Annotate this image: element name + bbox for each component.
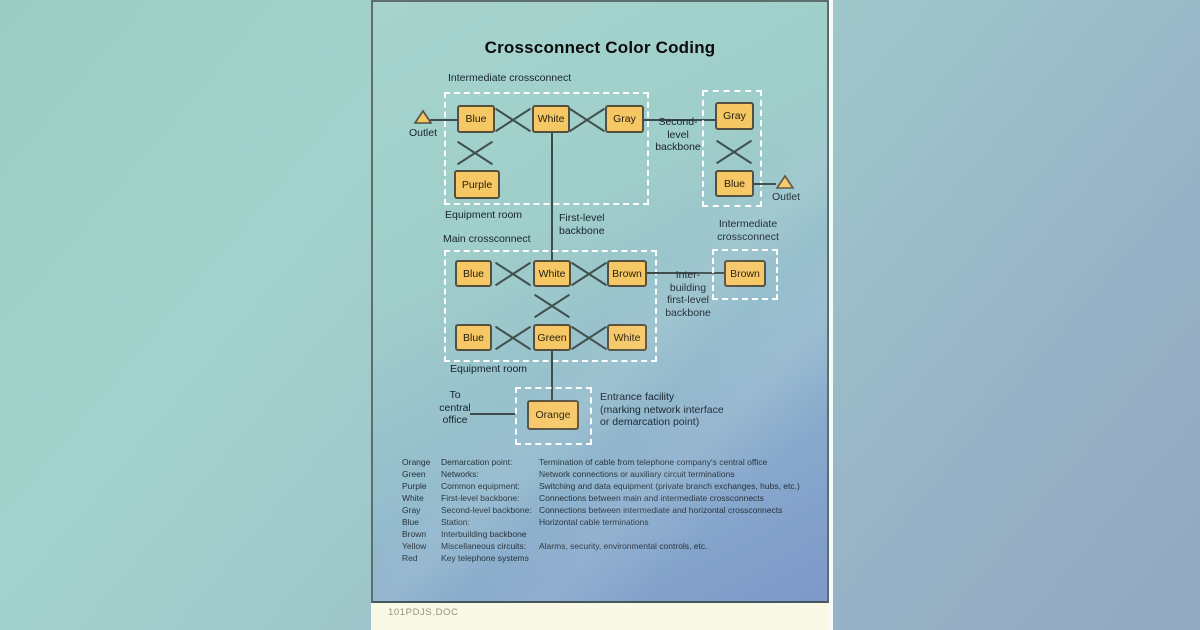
- legend-term: Common equipment:: [441, 481, 520, 491]
- label-intermediate-crossconnect-top: Intermediate crossconnect: [448, 72, 572, 84]
- legend-desc: Termination of cable from telephone comp…: [539, 457, 768, 467]
- legend-row: Blue Station: Horizontal cable termination…: [402, 516, 826, 528]
- dashed-box-main-crossconnect: [444, 250, 657, 362]
- color-legend: Orange Demarcation point: Termination of c…: [402, 456, 826, 564]
- label-outlet-left: Outlet: [408, 127, 437, 139]
- legend-color: Purple: [402, 481, 427, 491]
- crossconnect-x-icon: [572, 260, 606, 286]
- legend-desc: [539, 528, 826, 540]
- crossconnect-x-icon: [570, 106, 604, 132]
- legend-color: Red: [402, 553, 418, 563]
- crossconnect-x-icon: [496, 106, 530, 132]
- dashed-box-second-level: [702, 90, 762, 207]
- page-title: Crossconnect Color Coding: [484, 38, 716, 57]
- legend-color: Yellow: [402, 541, 427, 551]
- legend-term: Miscellaneous circuits:: [441, 541, 527, 551]
- node-blue: Blue: [457, 105, 495, 133]
- legend-desc: [539, 552, 826, 564]
- legend-color: Green: [402, 469, 426, 479]
- connector-line: [754, 183, 776, 185]
- connector-line: [647, 272, 724, 274]
- label-equipment-room-main: Equipment room: [450, 363, 528, 375]
- legend-desc: Switching and data equipment (private br…: [539, 481, 800, 491]
- legend-row: White First-level backbone: Connections be…: [402, 492, 826, 504]
- connector-line-first-level: [551, 133, 553, 260]
- label-first-level-backbone: First-level backbone: [559, 212, 605, 237]
- diagram-card: Crossconnect Color Coding Intermediate c…: [371, 0, 829, 630]
- label-second-level-backbone: Second- level backbone: [655, 116, 701, 153]
- legend-desc: Connections between intermediate and hor…: [539, 505, 783, 515]
- label-outlet-right: Outlet: [771, 191, 800, 203]
- legend-row: Orange Demarcation point: Termination of c…: [402, 456, 826, 468]
- legend-color: Orange: [402, 457, 431, 467]
- legend-term: First-level backbone:: [441, 493, 520, 503]
- node-blue: Blue: [455, 260, 492, 287]
- diagram-area: Crossconnect Color Coding Intermediate c…: [371, 0, 829, 603]
- legend-row: Green Networks: Network connections or aux…: [402, 468, 826, 480]
- dashed-box-intermediate-right: [712, 249, 778, 300]
- legend-term: Networks:: [441, 469, 479, 479]
- node-orange: Orange: [527, 400, 579, 430]
- legend-row: Gray Second-level backbone: Connections be…: [402, 504, 826, 516]
- legend-row: Yellow Miscellaneous circuits: Alarms, sec…: [402, 540, 826, 552]
- crossconnect-x-icon: [572, 324, 606, 350]
- legend-row: Purple Common equipment: Switching and dat…: [402, 480, 826, 492]
- node-gray: Gray: [715, 102, 754, 130]
- node-white: White: [533, 260, 571, 287]
- label-intermediate-crossconnect-right: Intermediate crossconnect: [717, 218, 779, 243]
- legend-desc: Connections between main and intermediat…: [539, 493, 764, 503]
- legend-color: White: [402, 493, 424, 503]
- label-equipment-room-top: Equipment room: [445, 209, 523, 221]
- node-brown: Brown: [607, 260, 647, 287]
- node-gray: Gray: [605, 105, 644, 133]
- node-blue: Blue: [455, 324, 492, 351]
- legend-term: Second-level backbone:: [441, 505, 532, 515]
- legend-term: Key telephone systems: [441, 553, 529, 563]
- node-green: Green: [533, 324, 571, 351]
- legend-row: Brown Interbuilding backbone: [402, 528, 826, 540]
- legend-desc: Alarms, security, environmental controls…: [539, 541, 708, 551]
- legend-row: Red Key telephone systems: [402, 552, 826, 564]
- label-entrance-facility: Entrance facility (marking network inter…: [600, 391, 724, 428]
- label-main-crossconnect: Main crossconnect: [443, 233, 531, 245]
- legend-desc: Horizontal cable terminations: [539, 517, 649, 527]
- connector-line: [470, 413, 515, 415]
- node-white: White: [607, 324, 647, 351]
- connector-line: [430, 119, 457, 121]
- node-brown: Brown: [724, 260, 766, 287]
- node-blue: Blue: [715, 170, 754, 197]
- node-purple: Purple: [454, 170, 500, 199]
- legend-term: Demarcation point:: [441, 457, 513, 467]
- legend-term: Interbuilding backbone: [441, 529, 527, 539]
- label-interbuilding-backbone: Inter- building first-level backbone: [665, 269, 711, 319]
- crossconnect-x-icon: [496, 324, 530, 350]
- crossconnect-x-icon: [458, 139, 492, 165]
- legend-color: Brown: [402, 529, 427, 539]
- legend-color: Blue: [402, 517, 420, 527]
- connector-line: [644, 119, 715, 121]
- dashed-box-intermediate-top: [444, 92, 649, 205]
- outlet-triangle-icon: [413, 109, 433, 124]
- legend-term: Station:: [441, 517, 470, 527]
- label-to-central-office: To central office: [439, 389, 471, 426]
- document-footer: 101PDJS.DOC: [371, 603, 829, 630]
- crossconnect-x-icon: [717, 138, 751, 164]
- node-white: White: [532, 105, 570, 133]
- legend-desc: Network connections or auxiliary circuit…: [539, 469, 735, 479]
- outlet-triangle-icon: [775, 174, 795, 189]
- dashed-box-entrance-facility: [515, 387, 592, 445]
- crossconnect-x-icon: [535, 292, 569, 318]
- crossconnect-x-icon: [496, 260, 530, 286]
- connector-line: [551, 351, 553, 400]
- legend-color: Gray: [402, 505, 421, 515]
- document-filename: 101PDJS.DOC: [388, 607, 459, 618]
